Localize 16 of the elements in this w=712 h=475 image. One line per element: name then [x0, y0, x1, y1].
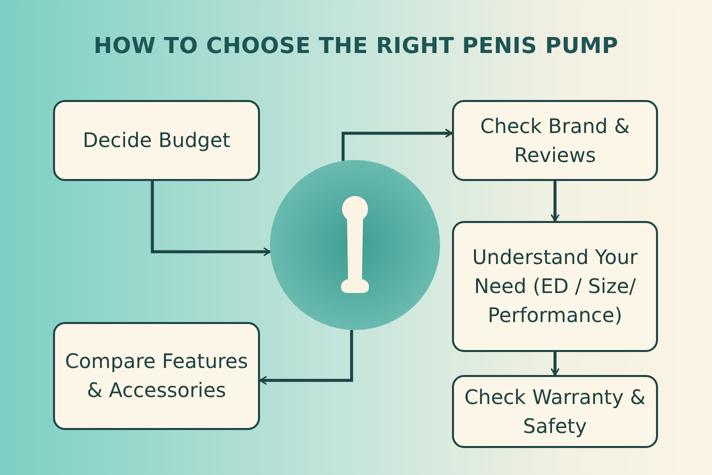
title: HOW TO CHOOSE THE RIGHT PENIS PUMP: [92, 34, 620, 59]
arrow: [551, 352, 560, 376]
step-box: [53, 322, 260, 430]
step-box: [452, 221, 658, 352]
step-box: [452, 100, 658, 181]
arrow: [150, 181, 271, 256]
arrow: [551, 181, 560, 222]
step-text: Decide Budget: [82, 127, 232, 154]
step-box: [452, 375, 658, 448]
arrow: [342, 129, 452, 161]
step-box: [53, 100, 260, 181]
step-text: Understand Your Need (ED / Size/ Performance): [471, 244, 639, 329]
arrow: [260, 330, 354, 384]
step-text: Check Brand & Reviews: [479, 112, 631, 168]
step-text: Compare Features & Accessories: [64, 348, 250, 404]
step-text: Check Warranty & Safety: [463, 384, 647, 440]
